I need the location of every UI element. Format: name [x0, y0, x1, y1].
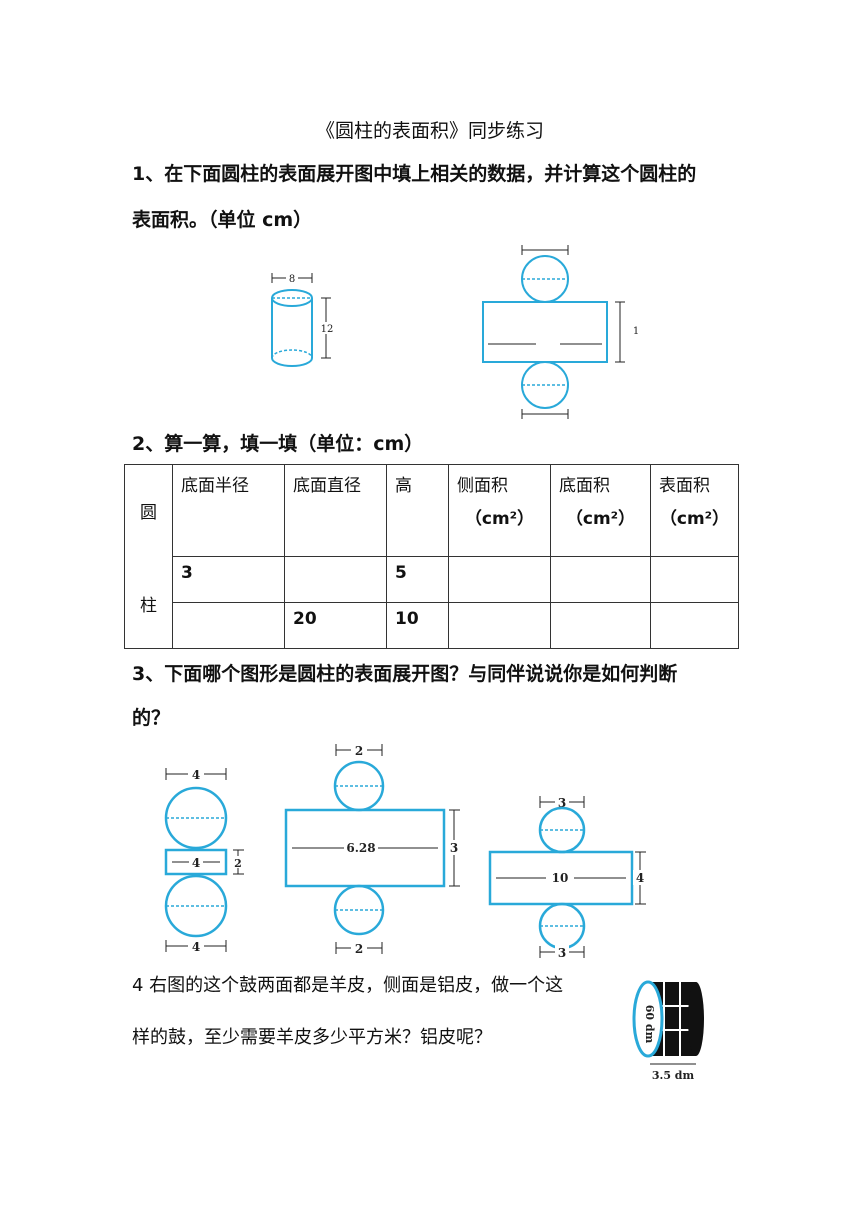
- page-title: 《圆柱的表面积》同步练习: [315, 120, 544, 142]
- table-header-row: 圆 柱 底面半径 底面直径 高 侧面积（cm²） 底面积（cm²） 表面积（cm…: [124, 464, 739, 649]
- q4-drum-figure: 60 dm 3.5 dm: [632, 980, 704, 1082]
- cell-r1-diameter[interactable]: [284, 556, 387, 603]
- q3-net-a-figure: 4 4 2 4: [164, 767, 244, 954]
- cell-r2-lateral[interactable]: [448, 602, 551, 649]
- cell-r1-radius: 3: [172, 556, 285, 603]
- q4-text-line2: 样的鼓，至少需要羊皮多少平方米？铝皮呢？: [132, 1027, 492, 1048]
- q3-text-line2: 的？: [132, 707, 171, 729]
- q3-net-b-figure: 2 6.28 3 2: [284, 743, 461, 956]
- q3-a-side-label: 2: [234, 857, 242, 870]
- row-label-cell: 圆 柱: [124, 464, 173, 649]
- q4-drum-diameter-label: 60 dm: [643, 1005, 656, 1044]
- cell-r1-surface[interactable]: [650, 556, 739, 603]
- row-label-bottom: 柱: [140, 595, 157, 616]
- q3-b-bottom-label: 2: [355, 942, 363, 956]
- cell-r2-base[interactable]: [550, 602, 651, 649]
- q4-text-line1: 4 右图的这个鼓两面都是羊皮，侧面是铝皮，做一个这: [132, 975, 564, 996]
- q2-heading: 2、算一算，填一填（单位：cm）: [132, 433, 424, 455]
- q1-cylinder-height-label: 12: [321, 324, 334, 335]
- cell-r2-radius[interactable]: [172, 602, 285, 649]
- header-base-area: 底面积（cm²）: [550, 464, 651, 557]
- cell-r2-surface[interactable]: [650, 602, 739, 649]
- q4-drum-width-label: 3.5 dm: [652, 1069, 695, 1082]
- header-diameter: 底面直径: [284, 464, 387, 557]
- q2-table: 圆 柱 底面半径 底面直径 高 侧面积（cm²） 底面积（cm²） 表面积（cm…: [124, 464, 739, 649]
- cell-r1-base[interactable]: [550, 556, 651, 603]
- q3-c-bottom-label: 3: [558, 946, 566, 960]
- q1-net-side-label: 1: [633, 326, 639, 337]
- cell-r1-height: 5: [386, 556, 449, 603]
- header-height: 高: [386, 464, 449, 557]
- q3-a-bottom-label: 4: [192, 940, 200, 954]
- q3-b-top-label: 2: [355, 744, 363, 758]
- q1-text-line1: 1、在下面圆柱的表面展开图中填上相关的数据，并计算这个圆柱的: [132, 163, 697, 185]
- q3-c-width-label: 10: [552, 871, 569, 885]
- row-label-top: 圆: [140, 502, 157, 523]
- q3-net-c-figure: 3 10 4 3: [488, 795, 647, 960]
- q3-b-height-label: 3: [450, 841, 458, 855]
- table-row: 20 10: [125, 602, 739, 649]
- q1-text-line2: 表面积。（单位 cm）: [132, 209, 313, 231]
- header-lateral-area: 侧面积（cm²）: [448, 464, 551, 557]
- q3-c-height-label: 4: [636, 871, 644, 885]
- q3-a-mid-label: 4: [192, 856, 200, 870]
- q1-cylinder-diameter-label: 8: [289, 274, 295, 285]
- cell-r2-height: 10: [386, 602, 449, 649]
- q1-cylinder-figure: 8 12: [271, 273, 334, 367]
- cell-r2-diameter: 20: [284, 602, 387, 649]
- q3-c-top-label: 3: [558, 796, 566, 810]
- q3-text-line1: 3、下面哪个图形是圆柱的表面展开图？与同伴说说你是如何判断: [132, 663, 678, 685]
- q3-b-width-label: 6.28: [346, 841, 375, 855]
- header-radius: 底面半径: [172, 464, 285, 557]
- cell-r1-lateral[interactable]: [448, 556, 551, 603]
- table-row: 3 5: [125, 556, 739, 603]
- q1-net-figure: 1: [482, 245, 639, 419]
- q3-a-top-label: 4: [192, 768, 200, 782]
- header-surface-area: 表面积（cm²）: [650, 464, 739, 557]
